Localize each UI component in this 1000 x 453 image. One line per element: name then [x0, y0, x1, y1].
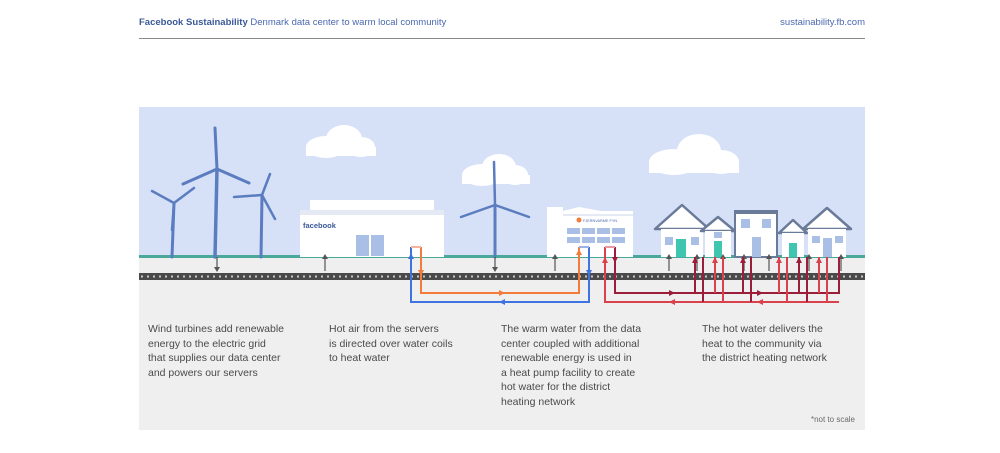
house-icon [699, 215, 737, 257]
brand-line: Facebook Sustainability Denmark data cen… [139, 17, 446, 28]
cloud [462, 154, 530, 186]
caption-hot-air: Hot air from the servers is directed ove… [329, 323, 453, 364]
site-url[interactable]: sustainability.fb.com [780, 17, 865, 28]
infographic-panel: facebook FJERNVARME FYN [139, 107, 865, 430]
scene-illustration: facebook FJERNVARME FYN [139, 107, 865, 305]
house-icon [777, 218, 809, 257]
cloud [649, 134, 739, 175]
facility-windows [567, 228, 625, 243]
facebook-data-center [300, 200, 444, 257]
house-icon [734, 210, 778, 258]
grid-connection-arrows [216, 257, 842, 271]
wind-turbine-icon [232, 172, 277, 259]
page-header: Facebook Sustainability Denmark data cen… [139, 0, 865, 39]
cloud [306, 125, 376, 158]
caption-district-heating: The hot water delivers the heat to the c… [702, 323, 827, 364]
page-subtitle: Denmark data center to warm local commun… [250, 17, 447, 28]
ground-line [139, 255, 865, 258]
caption-heat-pump: The warm water from the data center coup… [501, 323, 642, 408]
water-flow-arrows [408, 249, 592, 305]
brand-name: Facebook Sustainability [139, 17, 248, 28]
scale-note: *not to scale [810, 415, 855, 424]
facebook-sign: facebook [303, 221, 337, 230]
house-icon [801, 206, 853, 257]
utility-logo-icon [576, 217, 582, 223]
house-icon [653, 203, 711, 257]
wind-turbine-icon [181, 126, 251, 259]
heatpump-sign: FJERNVARME FYN [583, 219, 617, 223]
caption-wind-turbines: Wind turbines add renewable energy to th… [148, 323, 284, 379]
wind-turbine-icon [150, 186, 196, 259]
heating-flow-arrows [602, 257, 822, 305]
wind-turbine-icon [459, 160, 531, 259]
